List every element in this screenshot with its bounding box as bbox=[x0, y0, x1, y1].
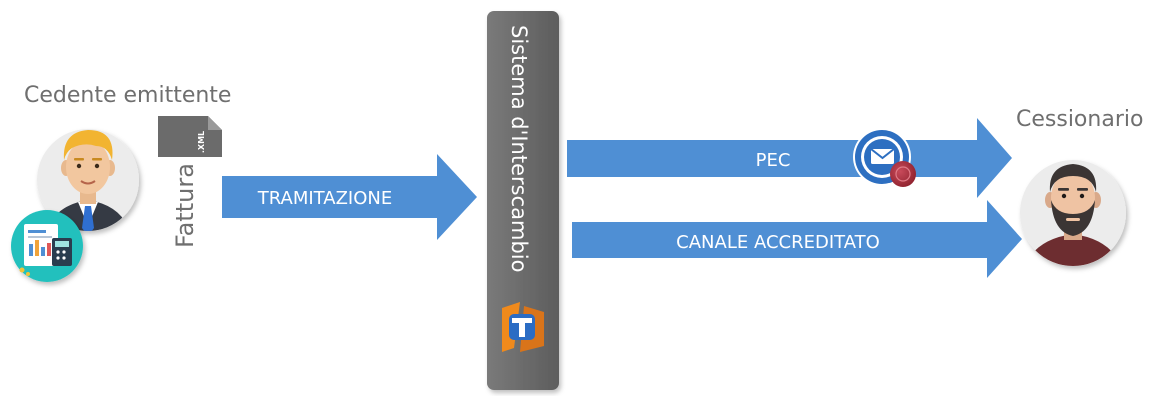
wax-seal-icon bbox=[890, 161, 916, 187]
document-label: Fattura bbox=[171, 163, 199, 248]
pec-label: PEC bbox=[756, 150, 791, 171]
receiver-label: Cessionario bbox=[1016, 107, 1143, 132]
system-bar bbox=[487, 11, 559, 390]
pec-arrow: PEC bbox=[567, 118, 1012, 198]
tramitazione-label: TRAMITAZIONE bbox=[257, 188, 392, 209]
canale-accreditato-label: CANALE ACCREDITATO bbox=[676, 232, 880, 253]
xml-file-icon: .XML bbox=[158, 116, 222, 157]
system-label: Sistema d'Interscambio bbox=[507, 25, 531, 272]
canale-accreditato-arrow: CANALE ACCREDITATO bbox=[572, 200, 1022, 278]
xml-badge: .XML bbox=[197, 131, 206, 153]
accounting-icon bbox=[11, 210, 83, 282]
tramitazione-arrow: TRAMITAZIONE bbox=[222, 154, 477, 240]
sdi-logo-icon bbox=[502, 302, 544, 352]
sender-label: Cedente emittente bbox=[24, 83, 231, 108]
